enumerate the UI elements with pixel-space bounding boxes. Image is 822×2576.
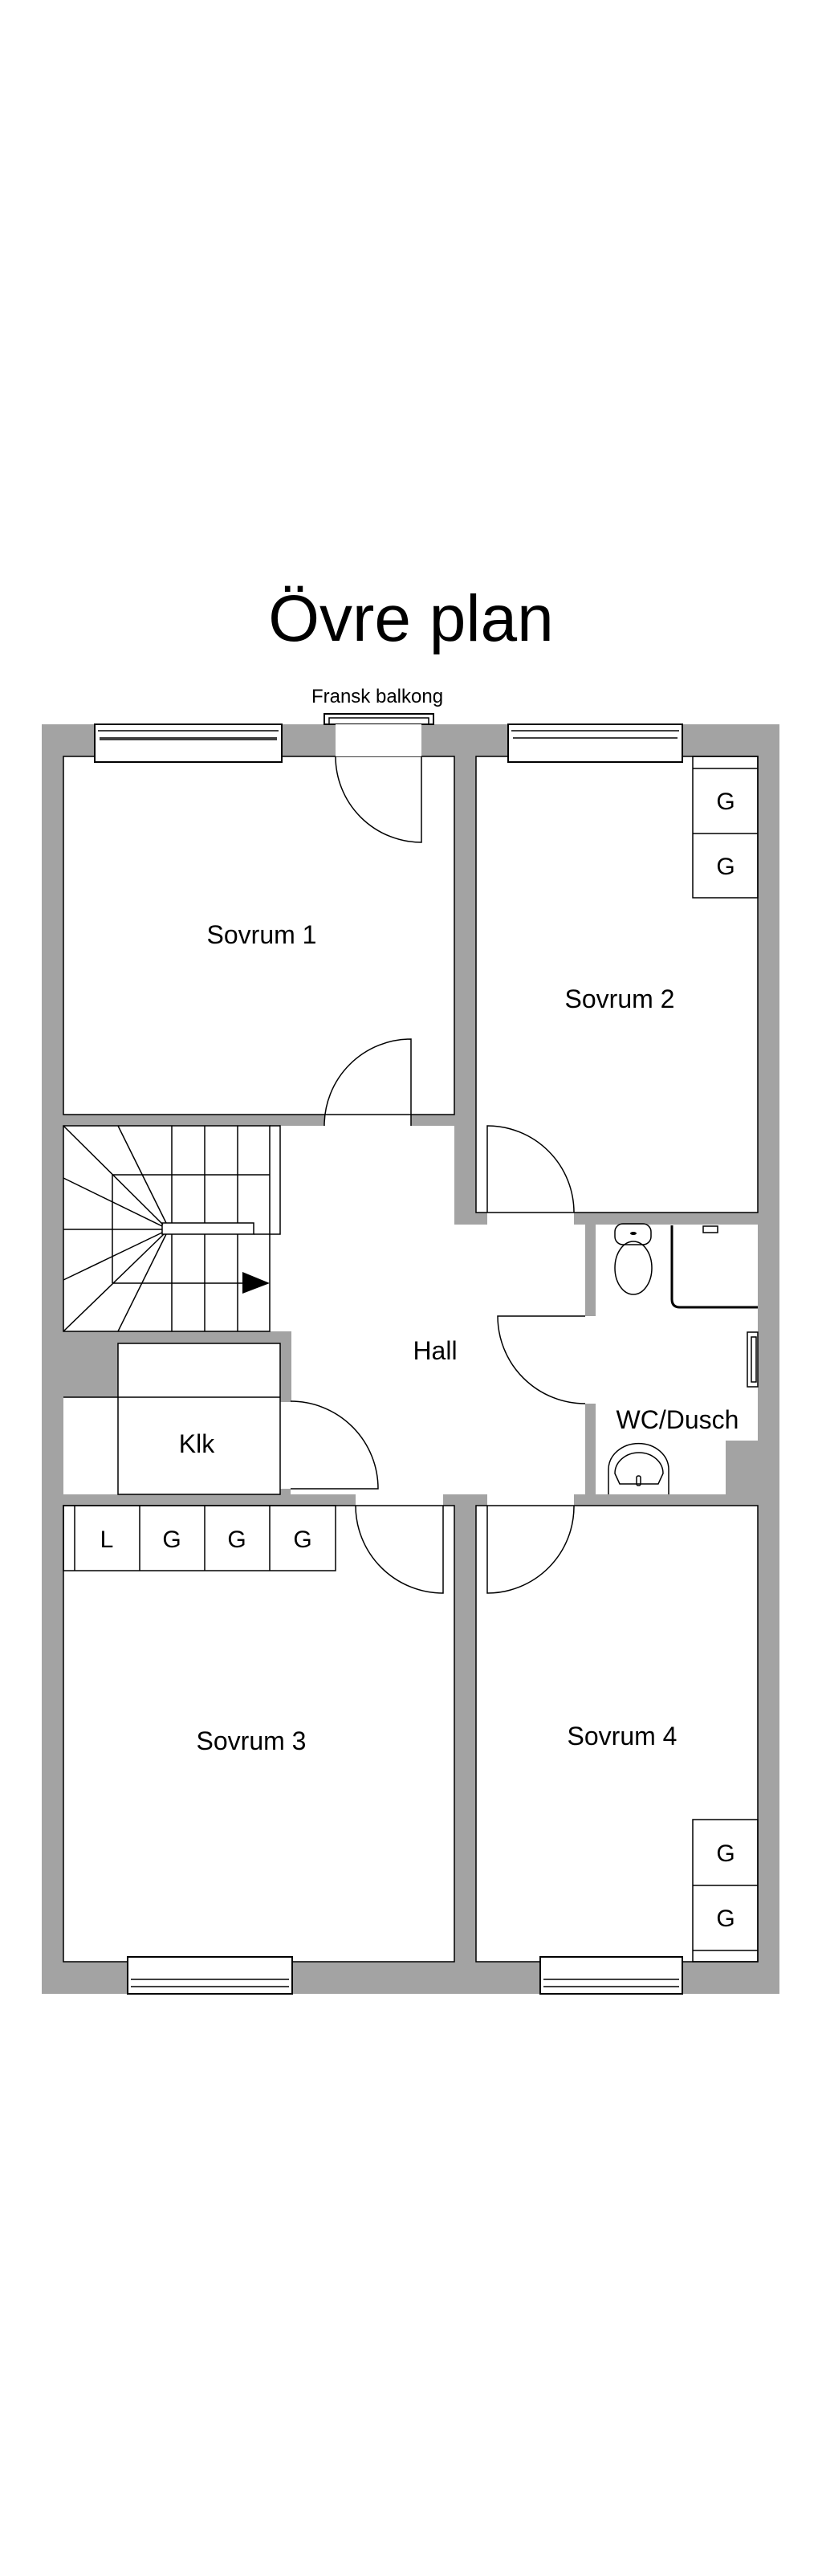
svg-text:G: G [162, 1526, 181, 1553]
wardrobe-sovrum2: G G [692, 756, 759, 899]
toilet-icon [614, 1223, 653, 1295]
svg-text:G: G [227, 1526, 246, 1553]
stair-direction-arrow-icon [242, 1272, 270, 1294]
room-label-sovrum1: Sovrum 1 [207, 920, 317, 949]
window-sovrum1 [94, 723, 283, 763]
room-label-hall: Hall [413, 1336, 457, 1365]
svg-text:G: G [716, 1906, 735, 1932]
french-balcony [324, 713, 434, 756]
room-label-klk: Klk [179, 1429, 215, 1458]
svg-text:G: G [716, 854, 735, 880]
svg-text:G: G [716, 789, 735, 815]
svg-text:G: G [293, 1526, 311, 1553]
wardrobe-sovrum4: G G [692, 1819, 759, 1963]
window-sovrum4 [539, 1956, 683, 1995]
balcony-label: Fransk balkong [311, 686, 443, 707]
svg-text:L: L [100, 1526, 114, 1553]
shower-icon [670, 1225, 758, 1309]
radiator-icon [747, 1331, 759, 1388]
svg-text:G: G [716, 1840, 735, 1867]
room-label-sovrum2: Sovrum 2 [565, 984, 675, 1013]
window-sovrum3 [127, 1956, 293, 1995]
room-label-sovrum3: Sovrum 3 [197, 1726, 307, 1755]
sink-icon [608, 1442, 669, 1494]
wardrobe-sovrum3: L G G G [63, 1505, 336, 1571]
room-label-sovrum4: Sovrum 4 [568, 1722, 678, 1751]
doors [290, 756, 586, 1594]
plan-title: Övre plan [268, 582, 554, 655]
staircase [63, 1125, 281, 1332]
interior [63, 756, 758, 1962]
room-label-wc: WC/Dusch [616, 1405, 739, 1434]
window-sovrum2 [507, 723, 683, 763]
